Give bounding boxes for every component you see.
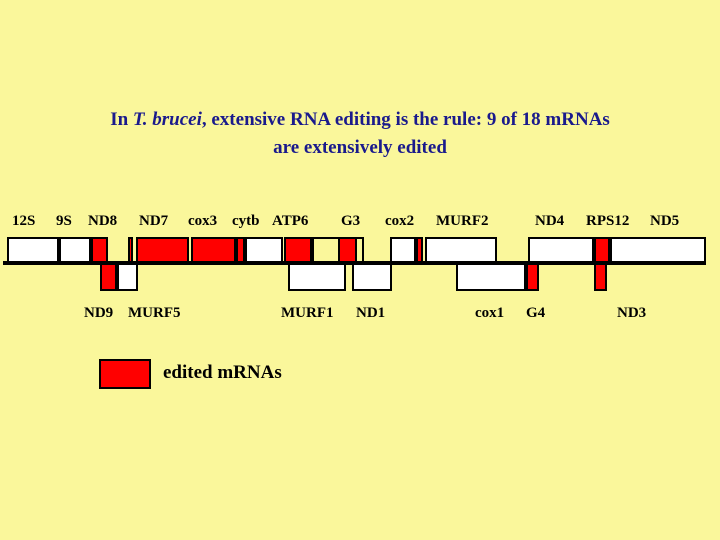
title-rest: , extensive RNA editing is the rule: 9 o… <box>201 109 610 130</box>
gene-box-cytb-b <box>245 237 283 263</box>
gene-box-nd3 <box>594 263 607 291</box>
gene-box-g3 <box>338 237 357 263</box>
gene-label-nd3: ND3 <box>617 305 647 321</box>
gene-label-nd8: ND8 <box>88 213 118 229</box>
title-line-2: are extensively edited <box>273 137 447 158</box>
gene-label-g3: G3 <box>341 213 361 229</box>
gene-label-murf2: MURF2 <box>436 213 489 229</box>
page-title: In T. brucei, extensive RNA editing is t… <box>0 106 720 162</box>
gene-box-nd7-a <box>128 237 133 263</box>
gene-label-nd5: ND5 <box>650 213 680 229</box>
gene-label-nd4: ND4 <box>535 213 565 229</box>
gene-label-murf1: MURF1 <box>281 305 334 321</box>
gene-box-nd1 <box>352 263 392 291</box>
gene-label-rps12: RPS12 <box>586 213 630 229</box>
gene-box-nd4 <box>528 237 594 263</box>
gene-box-murf1 <box>288 263 346 291</box>
title-prefix: In <box>110 109 133 130</box>
gene-box-murf2 <box>425 237 497 263</box>
gene-label-atp6: ATP6 <box>272 213 309 229</box>
title-species-name: T. brucei <box>132 109 202 130</box>
gene-box-cox1 <box>456 263 526 291</box>
title-line-1: In T. brucei, extensive RNA editing is t… <box>110 109 610 130</box>
gene-box-12s <box>7 237 59 263</box>
gene-box-nd9 <box>100 263 117 291</box>
genome-map: 12S 9S ND8 ND7 cox3 cytb ATP6 G3 cox2 MURF2 ND4 RPS… <box>0 200 720 330</box>
gene-box-g4 <box>526 263 539 291</box>
gene-box-murf5 <box>117 263 138 291</box>
gene-label-cox3: cox3 <box>188 213 218 229</box>
gene-box-cox3 <box>191 237 236 263</box>
gene-label-cox1: cox1 <box>475 305 505 321</box>
legend-label-edited: edited mRNAs <box>163 362 282 383</box>
gene-label-cox2: cox2 <box>385 213 415 229</box>
gene-box-nd8 <box>91 237 108 263</box>
gene-box-rps12 <box>594 237 610 263</box>
gene-box-atp6 <box>284 237 312 263</box>
gene-box-cox2-b <box>416 237 423 263</box>
gene-label-nd1: ND1 <box>356 305 386 321</box>
gene-label-g4: G4 <box>526 305 546 321</box>
gene-label-9s: 9S <box>56 213 72 229</box>
gene-label-cytb: cytb <box>232 213 260 229</box>
legend: edited mRNAs <box>0 355 720 395</box>
legend-swatch-edited <box>99 359 151 389</box>
gene-label-12s: 12S <box>12 213 36 229</box>
gene-label-nd9: ND9 <box>84 305 114 321</box>
gene-box-nd7-b <box>136 237 189 263</box>
gene-box-9s <box>59 237 91 263</box>
gene-box-cytb-a <box>236 237 245 263</box>
gene-label-murf5: MURF5 <box>128 305 181 321</box>
gene-label-nd7: ND7 <box>139 213 169 229</box>
gene-box-nd5 <box>610 237 706 263</box>
gene-box-cox2-a <box>390 237 416 263</box>
